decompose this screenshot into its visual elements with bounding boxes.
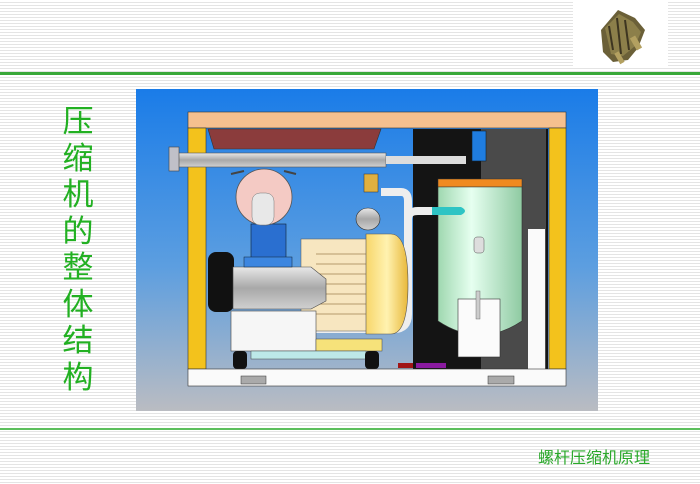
compressor-cutaway-image [136,89,598,411]
footer-caption: 螺杆压缩机原理 [538,448,651,467]
title-char: 缩 [62,140,94,177]
title-char: 整 [62,250,94,286]
title-char: 压 [62,104,94,140]
title-char: 构 [62,359,94,396]
footer-divider [0,428,700,430]
slide-title-vertical: 压 缩 机 的 整 体 结 构 [58,104,98,396]
title-char: 机 [62,177,94,213]
title-char: 结 [62,323,94,359]
screw-rotor-logo [573,0,668,68]
screw-rotor-icon [601,10,645,65]
header-divider [0,72,700,75]
title-char: 的 [62,213,94,250]
title-char: 体 [62,286,94,323]
